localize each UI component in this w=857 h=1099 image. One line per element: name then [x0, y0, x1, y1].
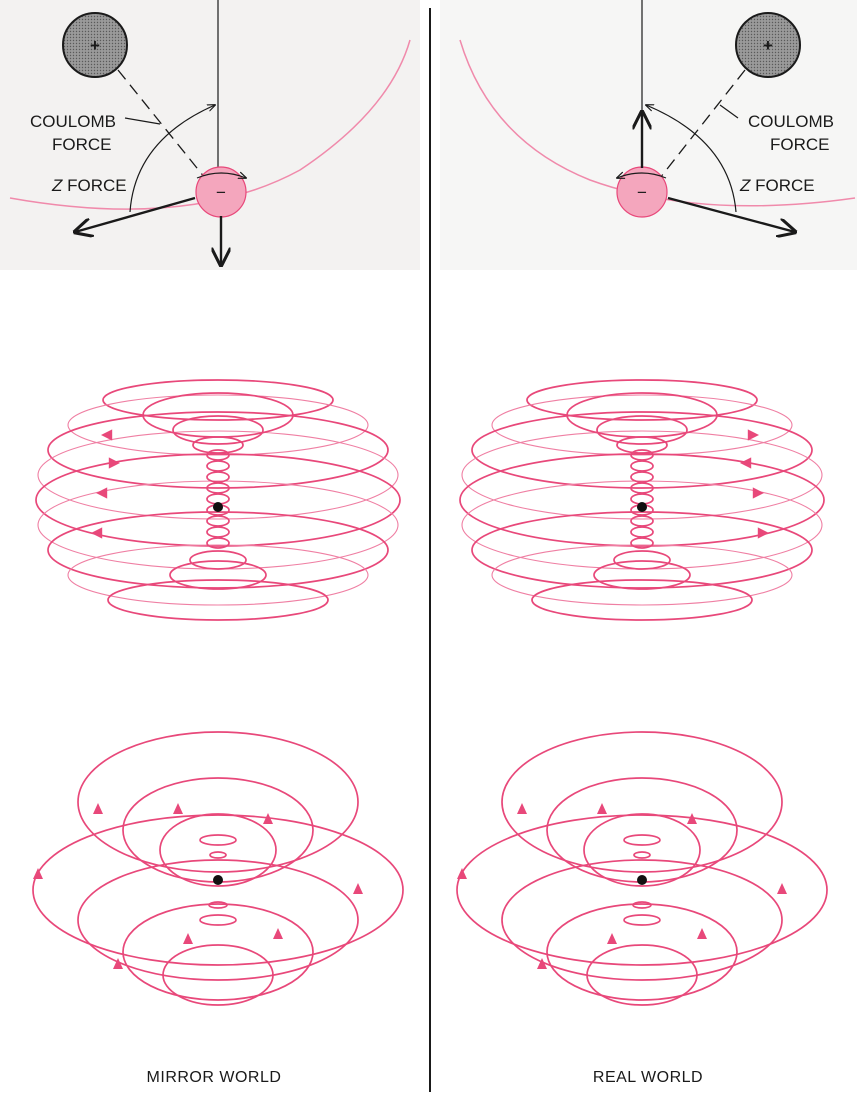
up-arrow	[173, 803, 183, 814]
shell-ring	[460, 454, 824, 546]
up-arrow	[777, 883, 787, 894]
shell-ring	[492, 545, 792, 605]
spiral-loop	[502, 732, 782, 872]
spiral-inner-loop	[200, 915, 236, 925]
real-proton-sign: +	[763, 36, 773, 55]
inner-ring	[594, 561, 690, 589]
real-z-italic: Z	[739, 176, 751, 195]
real-coulomb-label-2: FORCE	[770, 135, 830, 154]
mirror-electron-sign: −	[216, 183, 226, 202]
nucleus-dot	[637, 875, 647, 885]
inner-ring	[190, 551, 246, 569]
mirror-z-italic: Z	[51, 176, 63, 195]
shell-ring	[492, 395, 792, 455]
up-arrow	[33, 868, 43, 879]
spiral-loop	[163, 945, 273, 1005]
up-arrow	[597, 803, 607, 814]
up-arrow	[93, 803, 103, 814]
real-z-rest: FORCE	[750, 176, 814, 195]
mirror-proton-sign: +	[90, 36, 100, 55]
helix-loop	[207, 527, 229, 537]
helix-loop	[631, 527, 653, 537]
real-z-force-label: Z FORCE	[739, 176, 815, 195]
real-spiral-orbits	[457, 732, 827, 1005]
spiral-inner-loop	[633, 902, 651, 908]
orbit-arrow	[758, 527, 769, 538]
nucleus-dot	[213, 875, 223, 885]
real-electron-sign: −	[637, 183, 647, 202]
mirror-coulomb-label-2: FORCE	[52, 135, 112, 154]
spiral-inner-loop	[634, 852, 650, 858]
up-arrow	[517, 803, 527, 814]
spiral-inner-loop	[200, 835, 236, 845]
orbit-arrow	[740, 457, 751, 468]
orbit-arrow	[748, 429, 759, 440]
helix-loop	[207, 461, 229, 471]
inner-ring	[614, 551, 670, 569]
shell-ring	[68, 545, 368, 605]
spiral-loop	[547, 904, 737, 1000]
helix-loop	[631, 461, 653, 471]
up-arrow	[183, 933, 193, 944]
inner-ring	[170, 561, 266, 589]
spiral-loop	[78, 732, 358, 872]
spiral-inner-loop	[624, 915, 660, 925]
spiral-loop	[587, 945, 697, 1005]
orbit-arrow	[91, 527, 102, 538]
nucleus-dot	[637, 502, 647, 512]
real-world-caption: REAL WORLD	[593, 1069, 703, 1086]
real-coulomb-label-1: COULOMB	[748, 112, 834, 131]
up-arrow	[273, 928, 283, 939]
shell-ring	[36, 454, 400, 546]
mirror-spiral-orbits	[33, 732, 403, 1005]
shell-ring	[108, 580, 328, 620]
spiral-inner-loop	[209, 902, 227, 908]
mirror-z-rest: FORCE	[62, 176, 126, 195]
up-arrow	[697, 928, 707, 939]
shell-ring	[532, 580, 752, 620]
shell-ring	[48, 512, 388, 588]
mirror-coulomb-label-1: COULOMB	[30, 112, 116, 131]
up-arrow	[457, 868, 467, 879]
real-orbital-shell	[460, 380, 824, 620]
up-arrow	[353, 883, 363, 894]
orbit-arrow	[101, 429, 112, 440]
spiral-inner-loop	[624, 835, 660, 845]
up-arrow	[607, 933, 617, 944]
inner-ring	[567, 393, 717, 437]
nucleus-dot	[213, 502, 223, 512]
shell-ring	[472, 512, 812, 588]
inner-ring	[143, 393, 293, 437]
orbit-arrow	[109, 457, 120, 468]
mirror-orbital-shell	[36, 380, 400, 620]
spiral-inner-loop	[210, 852, 226, 858]
spiral-loop	[123, 904, 313, 1000]
orbit-arrow	[96, 487, 107, 498]
mirror-world-caption: MIRROR WORLD	[147, 1069, 282, 1086]
orbit-arrow	[753, 487, 764, 498]
mirror-z-force-label: Z FORCE	[51, 176, 127, 195]
helix-loop	[631, 516, 653, 526]
helix-loop	[207, 516, 229, 526]
shell-ring	[68, 395, 368, 455]
